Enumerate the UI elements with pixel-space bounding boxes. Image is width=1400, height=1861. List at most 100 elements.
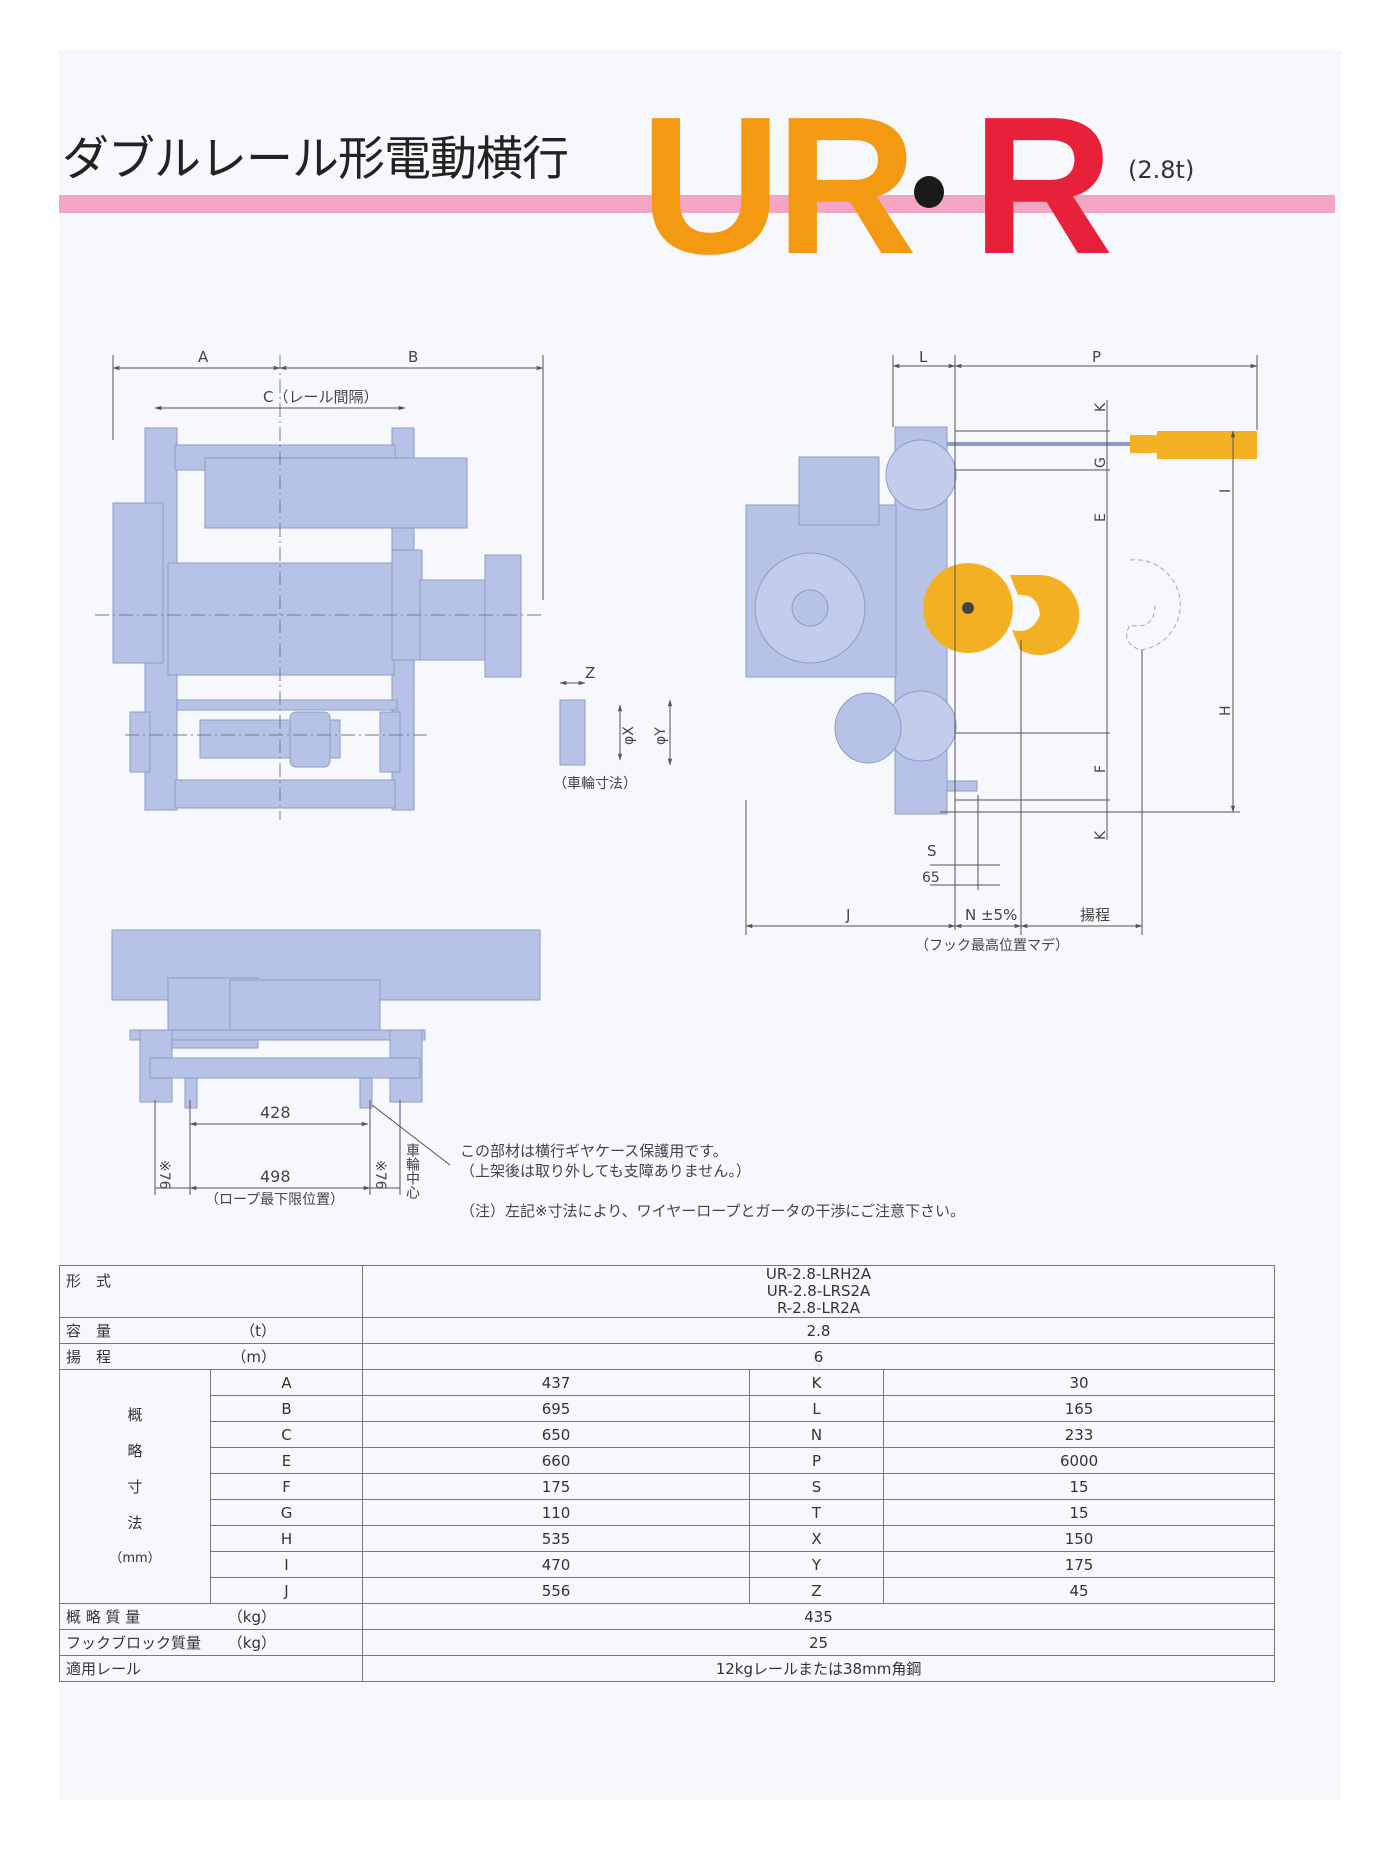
dim-value: 175 <box>883 1551 1276 1578</box>
dim-j-label: J <box>845 906 850 924</box>
capacity-unit: （t） <box>240 1322 277 1340</box>
dim-key: G <box>209 1499 364 1526</box>
page-title: ダブルレール形電動横行 <box>62 132 569 187</box>
dim-key: X <box>749 1525 885 1552</box>
dim-label-char: 寸 <box>127 1477 143 1496</box>
dim-key: C <box>209 1421 364 1448</box>
dim-label-char: 略 <box>127 1441 143 1460</box>
bottom-view <box>111 929 541 1109</box>
rail-label: 適用レール <box>58 1655 364 1682</box>
dim-value: 233 <box>883 1421 1276 1448</box>
model-values: UR-2.8-LRH2A UR-2.8-LRS2A R-2.8-LR2A <box>362 1265 1276 1318</box>
dim-key: E <box>209 1447 364 1474</box>
dim-a-label: A <box>198 348 209 366</box>
hook-mass-label: フックブロック質量 <box>66 1634 202 1652</box>
dim-65-label: 65 <box>922 870 940 886</box>
dim-key: B <box>209 1395 364 1422</box>
dim-c-label: C（レール間隔） <box>263 388 378 406</box>
dim-s-label: S <box>927 842 937 860</box>
table-row-hook-mass: フックブロック質量（kg） 25 <box>58 1629 1276 1656</box>
capacity-label: 容 量 <box>66 1322 112 1340</box>
mass-unit: （kg） <box>227 1608 277 1626</box>
wheel-center-label: 車輪中心 <box>404 1142 420 1199</box>
mass-value: 435 <box>362 1603 1276 1630</box>
dim-key: S <box>749 1473 885 1500</box>
dim-value: 6000 <box>883 1447 1276 1474</box>
dim-key: F <box>209 1473 364 1500</box>
dim-key: I <box>209 1551 364 1578</box>
dim-key: T <box>749 1499 885 1526</box>
guard-note-1: この部材は横行ギヤケース保護用です。 <box>460 1142 728 1160</box>
title-band <box>59 195 1335 213</box>
dim-key: N <box>749 1421 885 1448</box>
rail-value: 12kgレールまたは38mm角鋼 <box>362 1655 1276 1682</box>
dim-value: 437 <box>362 1369 751 1396</box>
dim-k-bottom-label: K <box>1093 830 1109 840</box>
dim-h-label: H <box>1218 705 1234 716</box>
dim-key: K <box>749 1369 885 1396</box>
lift-unit: （m） <box>231 1348 277 1366</box>
side-view <box>745 426 978 815</box>
front-view <box>112 427 522 811</box>
model-value: UR-2.8-LRH2A <box>765 1265 872 1283</box>
dimensions-label: 概 略 寸 法 （mm） <box>59 1369 211 1604</box>
model-value: R-2.8-LR2A <box>776 1299 861 1317</box>
dim-value: 30 <box>883 1369 1276 1396</box>
dim-key: Z <box>749 1577 885 1604</box>
table-row-mass: 概 略 質 量（kg） 435 <box>58 1603 1276 1630</box>
hook-mass-unit: （kg） <box>227 1634 277 1652</box>
dim-unit: （mm） <box>109 1550 161 1566</box>
dim-value: 110 <box>362 1499 751 1526</box>
dim-key: Y <box>749 1551 885 1578</box>
dim-b-label: B <box>408 348 418 366</box>
caution-note: （注）左記※寸法により、ワイヤーロープとガータの干渉にご注意下さい。 <box>460 1202 966 1220</box>
model-value: UR-2.8-LRS2A <box>766 1282 871 1300</box>
model-r-logo: R <box>972 76 1114 295</box>
wheel-caption: （車輪寸法） <box>553 775 637 792</box>
model-separator-dot <box>914 176 944 208</box>
dim-f-label: F <box>1093 765 1109 773</box>
hook-lowered-outline <box>1126 559 1181 651</box>
dim-value: 535 <box>362 1525 751 1552</box>
dim-l-label: L <box>919 348 928 366</box>
dim-value: 15 <box>883 1473 1276 1500</box>
dim-e-label: E <box>1093 513 1109 522</box>
table-row-lift: 揚 程（m） 6 <box>58 1343 1276 1370</box>
dim-k-top-label: K <box>1093 402 1109 412</box>
dim-y-label: φY <box>653 727 669 745</box>
guard-note-2: （上架後は取り外しても支障ありません。） <box>460 1162 751 1180</box>
dim-key: H <box>209 1525 364 1552</box>
dim-value: 165 <box>883 1395 1276 1422</box>
model-label: 形 式 <box>58 1265 364 1318</box>
table-row-rail: 適用レール 12kgレールまたは38mm角鋼 <box>58 1655 1276 1682</box>
dim-value: 175 <box>362 1473 751 1500</box>
hook-max-caption: （フック最高位置マデ） <box>915 937 1069 954</box>
dim-value: 45 <box>883 1577 1276 1604</box>
dim-value: 15 <box>883 1499 1276 1526</box>
dim-z-label: Z <box>585 664 595 682</box>
hook-icon <box>923 563 1080 655</box>
dim-value: 695 <box>362 1395 751 1422</box>
dim-label-char: 法 <box>127 1513 143 1532</box>
lift-label: 揚程 <box>1080 906 1110 924</box>
wheel-detail <box>559 680 673 766</box>
table-row-capacity: 容 量 （t） 2.8 <box>58 1317 1276 1344</box>
dim-n-label: N ±5% <box>965 906 1017 924</box>
lift-label: 揚 程 <box>66 1348 112 1366</box>
dim-label-char: 概 <box>127 1405 143 1424</box>
dim-428-label: 428 <box>260 1103 291 1122</box>
dim-76-left-label: ※76 <box>156 1160 172 1190</box>
dim-key: J <box>209 1577 364 1604</box>
capacity-value: 2.8 <box>362 1317 1276 1344</box>
spec-table: 形 式 UR-2.8-LRH2A UR-2.8-LRS2A R-2.8-LR2A… <box>58 1265 1276 1682</box>
dim-value: 150 <box>883 1525 1276 1552</box>
